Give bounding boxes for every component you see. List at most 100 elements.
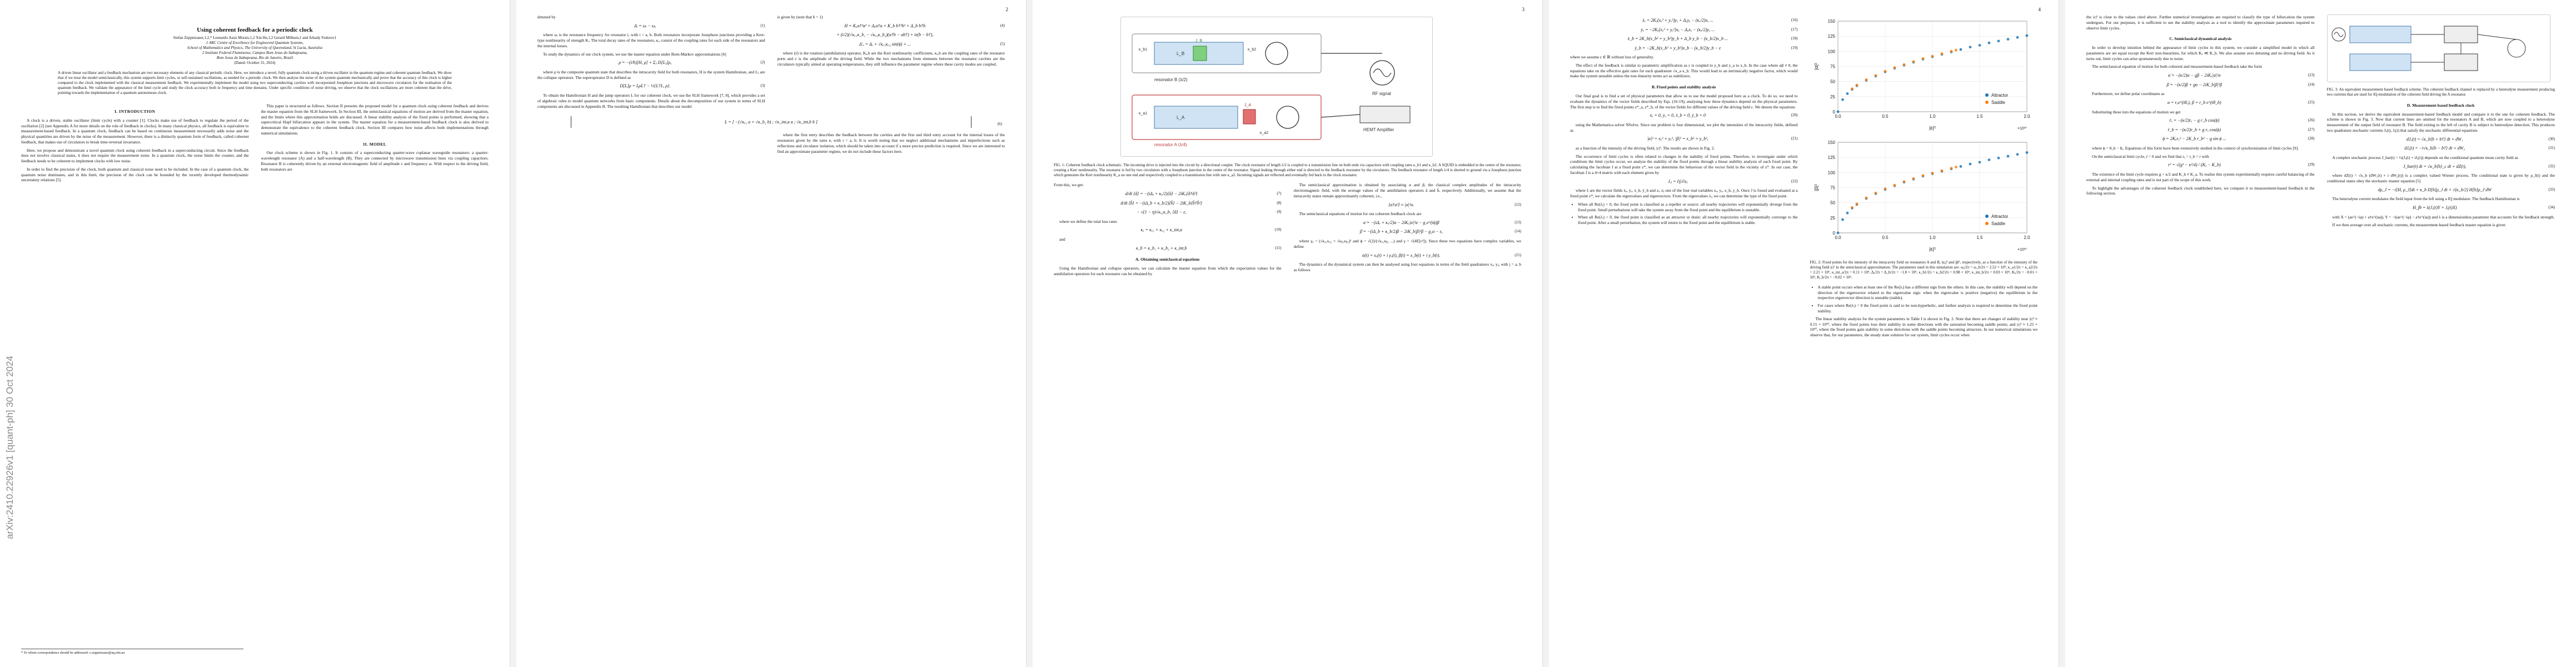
legend-marker bbox=[1985, 93, 1989, 97]
legend-label: Attractor bbox=[1991, 214, 2009, 219]
page-5: the |ε|² is close to the values cited ab… bbox=[2065, 0, 2576, 667]
equation: ṙₐ = −(κ/2)rₐ − g r_b cos(ϕ)(26) bbox=[2169, 118, 2315, 123]
affiliation-2b: Bom Jesus do Itabapoana, Rio de Janeiro,… bbox=[216, 56, 293, 61]
figure-1-circuit-schematic: resonator B (λ/2) resonator A (λ/4) RF s… bbox=[1120, 17, 1433, 157]
equation: d/dt ⟨â⟩ = −(iΔₐ + κₐ/2)⟨â⟩ − 2iKₐ⟨â†â²⟩… bbox=[1125, 191, 1282, 197]
label-ka2: κ_a2 bbox=[1260, 131, 1268, 135]
data-point-saddle bbox=[1940, 169, 1943, 172]
y-tick-label: 75 bbox=[1830, 64, 1835, 69]
data-point-attractor bbox=[2016, 153, 2019, 156]
y-tick-label: 100 bbox=[1827, 49, 1835, 54]
paragraph: Our clock scheme is shown in Fig. 1. It … bbox=[261, 150, 489, 172]
data-point-saddle bbox=[1940, 52, 1943, 56]
column-left: From this, we get: d/dt ⟨â⟩ = −(iΔₐ + κₐ… bbox=[1054, 182, 1282, 279]
equation: κ_b = κ_b₁ + κ_b₂ + κ_int,b(11) bbox=[1135, 245, 1282, 251]
data-point-attractor bbox=[1836, 231, 1839, 235]
equation: ϕ̇ = 2Kₐrₐ² − 2K_b r_b² − g sin ϕ ...(28… bbox=[2163, 136, 2315, 142]
data-point-attractor bbox=[1959, 165, 1962, 168]
paragraph: The linear stability analysis for the sy… bbox=[1810, 316, 2038, 338]
list-item: A stable point occurs when at least one … bbox=[1818, 285, 2038, 301]
paragraph: The existence of the limit cycle require… bbox=[2086, 172, 2315, 182]
equation: α̇ = −(κ/2)α − gβ − 2iKₐ|α|²α(23) bbox=[2168, 73, 2315, 78]
label-jb: J_B bbox=[1195, 39, 1202, 43]
data-point-saddle bbox=[1874, 191, 1877, 195]
paragraph: The semiclassical equations of motion fo… bbox=[1299, 211, 1422, 217]
label-lb: L_B bbox=[1177, 51, 1184, 56]
equation: Δᵢ = ωᵢ − ω,(1) bbox=[634, 23, 765, 28]
equation: ẋₐ = 0, ẏₐ = 0, ẋ_b = 0, ẏ_b = 0(20) bbox=[1650, 113, 1798, 118]
y-tick-label: 125 bbox=[1827, 34, 1835, 39]
data-point-saddle bbox=[1874, 74, 1877, 77]
sine-wave-icon bbox=[2334, 32, 2343, 37]
data-point-saddle bbox=[1865, 196, 1867, 200]
page-3: 3 resonator B (λ/2) resonator A (λ/4) RF… bbox=[1033, 0, 1543, 667]
affiliation-2: 2 Instituto Federal Fluminense, Campos B… bbox=[202, 51, 308, 56]
list-item: When all Re(λᵢ) > 0, the fixed point is … bbox=[1578, 202, 1798, 213]
page-4: 4 ẋₐ = 2Kₐ(xₐ² + yₐ²)yₐ + Δₐyₐ − (κₐ/2)x… bbox=[1549, 0, 2059, 667]
figure-3-measurement-feedback-schematic bbox=[2326, 14, 2550, 82]
x-axis-exponent: ×10¹⁰ bbox=[2017, 247, 2026, 252]
equation: ṙ_b = −(κ/2)r_b + g rₐ cos(ϕ)(27) bbox=[2168, 127, 2315, 132]
equation: J_bar(t) dt = √κ_b⟨b⟩_c dt + dZ(t),(32) bbox=[2403, 163, 2555, 169]
column-left: ẋₐ = 2Kₐ(xₐ² + yₐ²)yₐ + Δₐyₐ − (κₐ/2)xₐ … bbox=[1570, 14, 1798, 341]
y-tick-label: 25 bbox=[1830, 216, 1835, 221]
rf-source-icon bbox=[1369, 60, 1395, 86]
paragraph: Substituting these into the equations of… bbox=[2092, 109, 2181, 115]
legend-marker bbox=[1985, 101, 1989, 104]
jump-operator-matrix: L = [ −(√κₐ₁ a + √κ_b₂ b) ; √κ_int,a a ;… bbox=[571, 116, 1002, 128]
subsection-heading: C. Semiclassical dynamical analysis bbox=[2169, 36, 2232, 42]
paragraph: Furthermore, we define polar coordinates… bbox=[2092, 91, 2165, 97]
equation: H_fb = λ(Jₓ(t)Y + Jᵧ(t)X)(34) bbox=[2413, 205, 2555, 211]
label-ka1: κ_a1 bbox=[1139, 112, 1147, 116]
paper-title: Using coherent feedback for a periodic c… bbox=[197, 27, 313, 33]
label-la: L_A bbox=[1177, 115, 1185, 120]
data-point-saddle bbox=[1855, 83, 1858, 87]
equation: β̇ = −(κ/2)β + gα − 2iK_b|β|²β(24) bbox=[2166, 82, 2315, 87]
x-tick-label: 1.5 bbox=[1976, 114, 1983, 119]
subsection-heading: D. Measurement-based feedback clock bbox=[2407, 102, 2475, 108]
column-right: This paper is structured as follows. Sec… bbox=[261, 103, 489, 186]
paragraph: In order to develop intuition behind the… bbox=[2086, 45, 2315, 61]
label-resonator-b: resonator B (λ/2) bbox=[1154, 77, 1188, 82]
paragraph: A complex stochastic process J_bar(t) = … bbox=[2332, 155, 2518, 160]
y-tick-label: 0 bbox=[1832, 109, 1835, 115]
paragraph: Our final goal is to find a set of physi… bbox=[1570, 93, 1798, 109]
paragraph: where γₐ = (√κₐ₁κₐ₂ + √κᵦ₁κᵦ₂)² and ϕ = … bbox=[1293, 238, 1522, 249]
data-point-attractor bbox=[1959, 48, 1962, 51]
resonator-a-line bbox=[1154, 106, 1238, 129]
circulator-b bbox=[1265, 42, 1288, 65]
paragraph: From this, we get: bbox=[1054, 182, 1084, 188]
page-1: arXiv:2410.22926v1 [quant-ph] 30 Oct 202… bbox=[0, 0, 510, 667]
paragraph: detuned by bbox=[537, 14, 556, 19]
legend-marker bbox=[1985, 221, 1989, 225]
column-left: detuned by Δᵢ = ωᵢ − ω,(1) where ωᵢ is t… bbox=[537, 14, 765, 112]
equation: ẋₐ = 2Kₐ(xₐ² + yₐ²)yₐ + Δₐyₐ − (κₐ/2)xₐ … bbox=[1642, 18, 1798, 23]
data-point-saddle bbox=[1902, 180, 1905, 183]
label-kb1: κ_b1 bbox=[1139, 48, 1147, 52]
y-axis-label: |β|² bbox=[1813, 184, 1819, 191]
paragraph: where ωᵢ is the resonance frequency for … bbox=[537, 32, 765, 48]
list-item: When all Re(λᵢ) < 0, the fixed point is … bbox=[1578, 215, 1798, 226]
paragraph: On the semiclassical limit cycle, ṙ = 0 … bbox=[2092, 153, 2209, 159]
data-point-saddle bbox=[1954, 48, 1957, 52]
label-resonator-a: resonator A (λ/4) bbox=[1154, 142, 1187, 147]
paragraph: The semiclassical approximation is obtai… bbox=[1293, 182, 1522, 198]
equation: r² = √(g² − κ²/4) / (Kₐ − K_b)(29) bbox=[2168, 162, 2315, 168]
equation: α(t) = xₐ(t) + i yₐ(t), β(t) = x_b(t) + … bbox=[1362, 252, 1521, 258]
equation-continued: + (i/2)(√κₐ₁κ_b₁ − √κₐ₂κ_b₂)(a†b − ab†) … bbox=[836, 32, 934, 38]
data-point-attractor bbox=[1978, 161, 1981, 164]
data-point-saddle bbox=[1893, 66, 1896, 69]
paragraph: The heterodyne current modulates the fie… bbox=[2332, 196, 2520, 202]
data-point-attractor bbox=[2025, 34, 2028, 37]
x-tick-label: 0.0 bbox=[1835, 114, 1841, 119]
equation: ẋ_b = 2K_b(x_b² + y_b²)y_b + Δ_b y_b − (… bbox=[1627, 36, 1798, 42]
paragraph: where the first entry describes the feed… bbox=[777, 132, 1005, 154]
paragraph: To highlight the advantages of the coher… bbox=[2086, 185, 2315, 196]
data-point-saddle bbox=[1884, 187, 1886, 190]
data-point-attractor bbox=[1997, 39, 2000, 43]
legend-marker bbox=[1985, 214, 1989, 218]
figure-3-caption: FIG. 3: An equivalent measurement based … bbox=[2326, 87, 2555, 97]
x-axis-label: |ε|² bbox=[1929, 125, 1936, 131]
x-tick-label: 2.0 bbox=[2024, 235, 2030, 240]
page-number: 2 bbox=[1005, 7, 1009, 12]
